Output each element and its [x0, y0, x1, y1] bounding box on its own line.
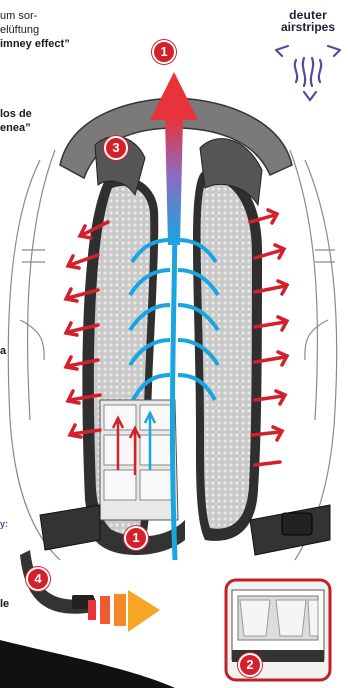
deuter-airstripes-logo: deuter airstripes — [273, 8, 343, 34]
side-label-a: a — [0, 345, 6, 358]
marker-1-top: 1 — [152, 40, 176, 64]
left-hip-belt — [40, 505, 100, 550]
caption-line-4: los de — [0, 108, 32, 121]
airstripes-logo-icon — [276, 46, 340, 100]
chimney-arrow-shaft — [165, 118, 183, 245]
caption-line-5: enea” — [0, 122, 31, 135]
side-label-y: y: — [0, 518, 8, 531]
hip-buckle — [282, 513, 312, 535]
right-back-pad — [193, 169, 262, 540]
brand-line-2: airstripes — [273, 20, 343, 34]
caption-line-1: um sor- — [0, 10, 37, 23]
caption-line-3: imney effect” — [0, 38, 70, 51]
marker-4: 4 — [26, 567, 50, 591]
chimney-arrow-head — [150, 72, 198, 120]
marker-1-bottom: 1 — [124, 526, 148, 550]
caption-line-2: elüftung — [0, 24, 39, 37]
marker-3: 3 — [104, 136, 128, 160]
bottom-swoosh — [0, 640, 175, 688]
exit-arrow — [88, 590, 160, 632]
side-label-le: le — [0, 598, 9, 611]
marker-2: 2 — [238, 653, 262, 677]
